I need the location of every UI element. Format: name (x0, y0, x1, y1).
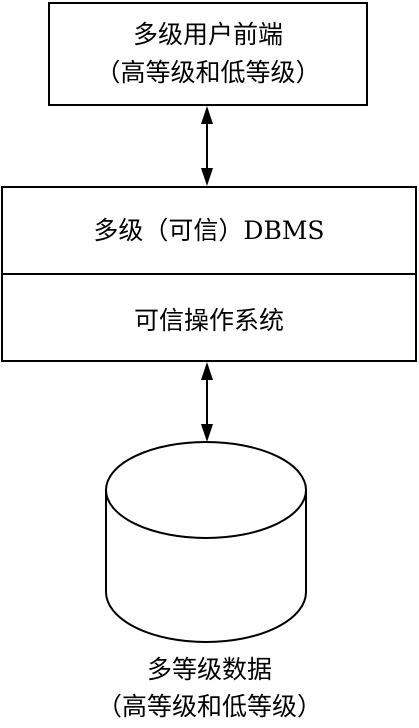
arrow-os-database (201, 362, 213, 442)
dbms-label: 多级（可信）DBMS (93, 216, 325, 245)
os-label: 可信操作系统 (133, 306, 284, 335)
frontend-subtitle: （高等级和低等级） (95, 58, 321, 87)
system-box: 多级（可信）DBMS 可信操作系统 (1, 186, 417, 362)
database-title: 多等级数据 (146, 655, 272, 684)
layer-divider (3, 273, 415, 275)
database-subtitle: （高等级和低等级） (96, 692, 322, 721)
frontend-title: 多级用户前端 (132, 20, 283, 49)
frontend-box: 多级用户前端 （高等级和低等级） (48, 2, 368, 106)
database-cylinder-icon (105, 441, 307, 643)
arrow-frontend-dbms (201, 106, 213, 186)
